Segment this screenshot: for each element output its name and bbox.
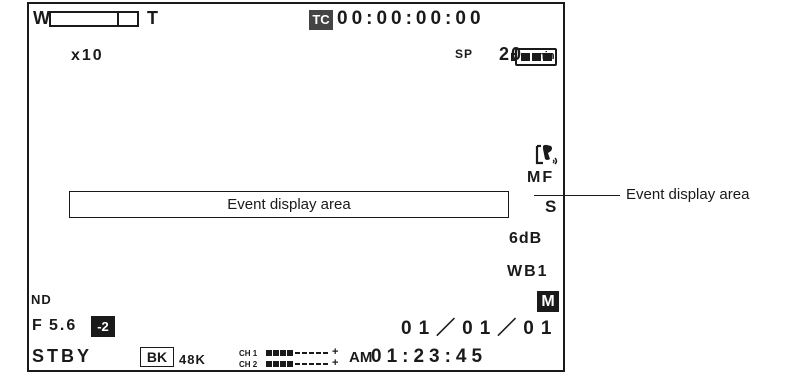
focus-mode: MF — [527, 169, 555, 186]
manual-exposure-badge: M — [537, 291, 559, 312]
zoom-magnification: x10 — [71, 47, 104, 64]
timecode-value: 00:00:00:00 — [337, 8, 485, 29]
nd-filter-label: ND — [31, 292, 52, 307]
zoom-wide-label: W — [33, 8, 50, 28]
zoom-position-marker — [117, 13, 119, 25]
white-balance: WB1 — [507, 263, 549, 280]
audio-sample-rate: 48K — [179, 352, 206, 367]
bk-badge: BK — [140, 347, 174, 367]
iris-label: F — [32, 317, 44, 334]
callout-label: Event display area — [626, 186, 750, 203]
viewfinder-screen: W T x10 TC 00:00:00:00 SP 20 min MF S 6d… — [27, 2, 565, 372]
zoom-bar — [49, 11, 139, 27]
ch2-label: CH 2 — [239, 360, 258, 369]
record-mode: SP — [455, 47, 474, 61]
date-value: 01／01／01 — [401, 318, 559, 339]
record-status: STBY — [32, 346, 93, 366]
audio-meter-ch2: CH 2 + — [239, 357, 339, 369]
iris-value: 5.6 — [49, 317, 78, 334]
shutter-mode: S — [545, 197, 559, 216]
event-display-area: Event display area — [69, 191, 509, 218]
callout-leader-line — [534, 195, 620, 196]
remote-sensor-icon — [535, 144, 558, 165]
audio-meter-ch1: CH 1 + — [239, 346, 339, 358]
time-ampm: AM — [349, 349, 373, 366]
battery-icon — [511, 48, 559, 68]
time-value: 01:23:45 — [371, 346, 488, 367]
ch1-label: CH 1 — [239, 349, 258, 358]
gain-value: 6dB — [509, 230, 543, 247]
timecode-badge: TC — [309, 10, 333, 30]
exposure-comp-badge: -2 — [91, 316, 115, 337]
zoom-tele-label: T — [147, 8, 158, 28]
